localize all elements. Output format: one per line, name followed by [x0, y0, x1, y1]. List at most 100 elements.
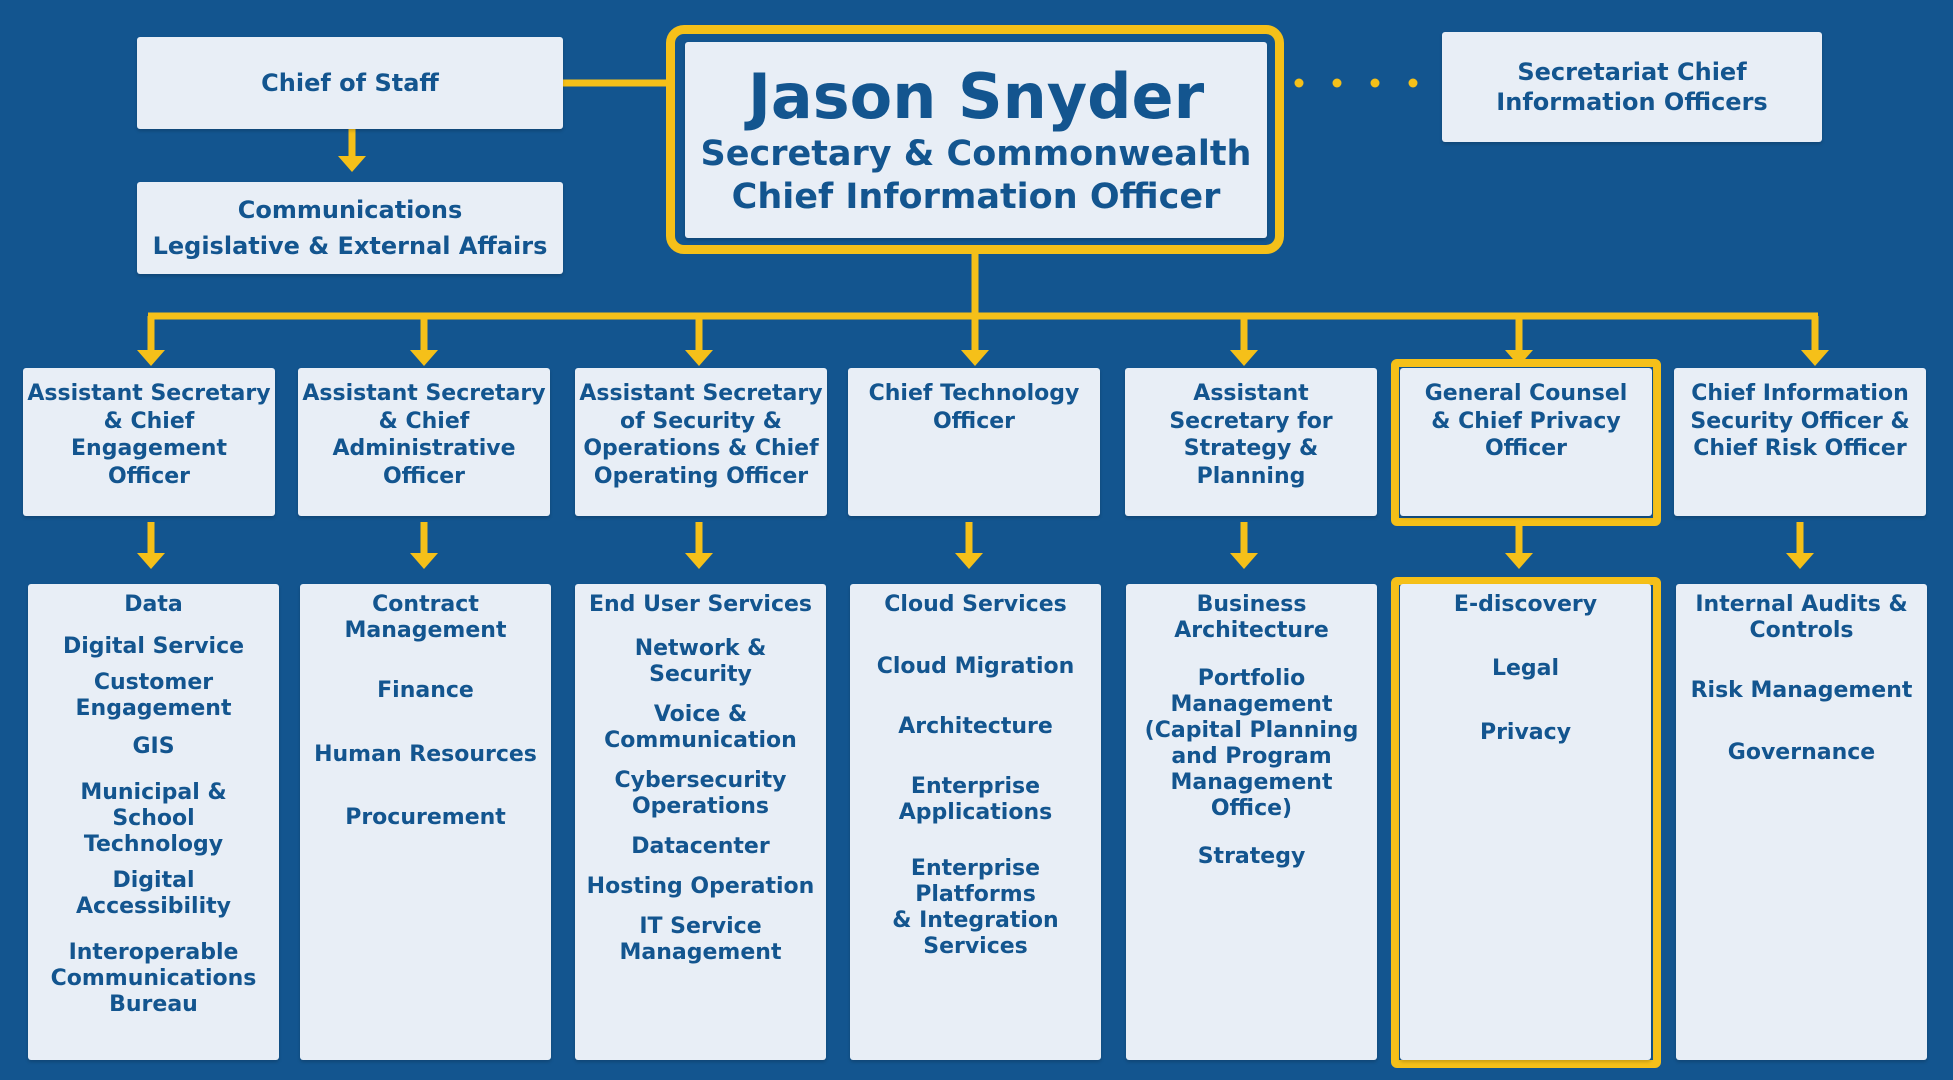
- function-item: GIS: [132, 734, 174, 760]
- department-title-line: of Security &: [620, 408, 782, 434]
- function-item: Legal: [1492, 656, 1559, 682]
- function-item-line: Applications: [898, 800, 1053, 825]
- function-item-line: Digital Accessibility: [76, 868, 231, 919]
- function-item-line: Enterprise Platforms: [910, 856, 1041, 907]
- function-item-line: IT Service: [639, 914, 762, 939]
- arrowhead-col-3: [685, 350, 713, 366]
- function-item-line: Legal: [1491, 656, 1560, 681]
- function-item-line: Finance: [377, 678, 474, 703]
- function-item: Voice &Communication: [604, 702, 797, 754]
- dotted-link-dot: [1294, 78, 1304, 88]
- arrowhead-list-3: [685, 553, 713, 569]
- communications-line-1: Communications: [237, 196, 463, 224]
- function-item-line: Communication: [604, 728, 797, 753]
- function-item-line: Hosting Operation: [586, 874, 815, 899]
- function-item-line: (Capital Planning: [1144, 718, 1359, 743]
- dotted-link-dot: [1408, 78, 1418, 88]
- department-title-line: Officer: [382, 463, 466, 489]
- department-title-line: Officer: [107, 463, 191, 489]
- arrowhead-col-4: [961, 350, 989, 366]
- function-item-line: Cloud Migration: [876, 654, 1075, 679]
- function-item: Network & Security: [583, 636, 818, 688]
- function-item: Strategy: [1198, 844, 1306, 870]
- head-title-line-2: Chief Information Officer: [731, 177, 1221, 217]
- function-item: Digital Accessibility: [36, 868, 271, 920]
- arrowhead-chief-of-staff: [338, 156, 366, 172]
- department-title-line: Assistant: [1193, 381, 1309, 406]
- arrowhead-list-2: [410, 553, 438, 569]
- arrowhead-col-6: [1505, 350, 1533, 366]
- function-item-line: Contract: [372, 592, 479, 617]
- function-item: Governance: [1728, 740, 1875, 766]
- function-item-line: Municipal & School: [80, 780, 227, 831]
- function-item-line: Digital Service: [62, 634, 245, 659]
- department-title-line: Chief Technology: [868, 381, 1080, 406]
- department-title-line: Security Officer &: [1690, 408, 1910, 434]
- arrowhead-list-7: [1786, 553, 1814, 569]
- general-counsel-list-frame: [1391, 577, 1661, 1068]
- department-title-line: & Chief: [378, 408, 470, 434]
- department-title-line: Planning: [1196, 463, 1306, 489]
- department-title-line: Engagement: [71, 436, 227, 461]
- secretariat-line-2: Information Officers: [1496, 88, 1768, 116]
- department-title-line: Operating Officer: [593, 463, 809, 489]
- department-title-line: Secretary for: [1169, 408, 1333, 434]
- department-title-line: & Chief Privacy: [1431, 408, 1621, 434]
- arrowhead-list-1: [137, 553, 165, 569]
- function-item-line: Voice &: [653, 702, 748, 727]
- head-box: Jason Snyder Secretary & Commonwealth Ch…: [685, 42, 1267, 238]
- function-item-line: Bureau: [109, 992, 198, 1017]
- function-item: Procurement: [345, 805, 506, 831]
- function-item-line: Business: [1196, 592, 1307, 617]
- function-item: Risk Management: [1691, 678, 1913, 704]
- function-item-line: Procurement: [345, 805, 506, 830]
- function-item: Datacenter: [631, 834, 769, 860]
- chief-of-staff-label: Chief of Staff: [261, 69, 439, 97]
- function-item-line: Management: [619, 940, 782, 965]
- function-item-line: Human Resources: [314, 742, 537, 767]
- function-item-line: Cybersecurity: [614, 768, 787, 793]
- function-item: Finance: [377, 678, 474, 704]
- department-title-line: Officer: [932, 408, 1016, 434]
- function-item-line: Risk Management: [1690, 678, 1913, 703]
- function-item-line: Customer: [93, 670, 214, 695]
- function-item-line: & Integration: [892, 908, 1059, 933]
- department-title-line: Administrative: [332, 436, 516, 461]
- function-item-line: E-discovery: [1453, 592, 1598, 617]
- function-item-line: Internal Audits &: [1695, 592, 1908, 617]
- function-item: Privacy: [1480, 720, 1571, 746]
- head-title-line-1: Secretary & Commonwealth: [700, 134, 1252, 174]
- department-title-line: Assistant Secretary: [579, 381, 823, 406]
- arrowhead-col-7: [1801, 350, 1829, 366]
- function-item-line: Operations: [631, 794, 769, 819]
- function-item-line: Network & Security: [634, 636, 767, 687]
- function-item-line: Datacenter: [631, 834, 770, 859]
- secretariat-cio-box: Secretariat Chief Information Officers: [1442, 32, 1822, 142]
- function-item: Cloud Migration: [877, 654, 1075, 680]
- function-item-line: Governance: [1727, 740, 1876, 765]
- department-title-line: General Counsel: [1424, 381, 1628, 406]
- function-item-line: Office): [1210, 796, 1293, 821]
- function-item-line: Strategy: [1197, 844, 1306, 869]
- function-item: Architecture: [898, 714, 1053, 740]
- function-item-line: GIS: [132, 734, 175, 759]
- function-item-line: Engagement: [75, 696, 232, 721]
- arrowhead-col-2: [410, 350, 438, 366]
- function-item-line: Data: [124, 592, 183, 617]
